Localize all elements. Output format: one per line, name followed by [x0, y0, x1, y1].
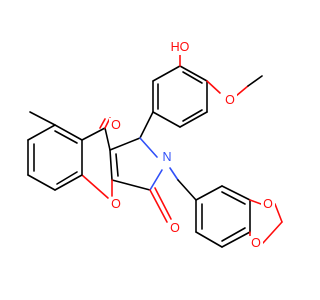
- label-bg-ring-nitrogen: [160, 150, 174, 165]
- label-bg-dioxole-oxygen-bottom: [249, 236, 263, 251]
- atom-label-hydroxyl: HO: [171, 40, 190, 54]
- pyranone-ring-bond: [104, 127, 111, 151]
- lactam-ring-bond: [109, 149, 113, 181]
- dioxole-methylene-bond: [262, 221, 283, 244]
- atom-label-ring-nitrogen: N: [162, 150, 171, 164]
- phenol-ring-double-bond: [182, 109, 203, 122]
- bond-layer: [27, 54, 283, 248]
- phenol-ring-bond: [152, 65, 181, 82]
- ketone-double-bond: [99, 118, 106, 129]
- label-bg-ketone-oxygen: [109, 118, 123, 133]
- atom-label-layer: HO O O O O N O O: [109, 39, 275, 251]
- n-methylene-bond: [177, 179, 197, 201]
- benzo-ring-bond: [27, 124, 56, 141]
- dioxole-bond: [249, 199, 262, 205]
- atom-label-dioxole-oxygen-bottom: O: [251, 236, 261, 250]
- label-bg-dioxole-oxygen-top: [261, 197, 275, 212]
- atom-label-dioxole-oxygen-top: O: [263, 197, 273, 211]
- label-bg-chromene-oxygen: [109, 197, 123, 212]
- atom-label-ketone-oxygen: O: [111, 118, 121, 132]
- phenol-ring-double-bond: [182, 71, 203, 84]
- label-bg-hydroxyl: [170, 39, 190, 55]
- n-methylene-bond: [169, 167, 179, 181]
- lactam-carbonyl-double-bond: [154, 187, 172, 220]
- atom-label-methoxy-oxygen: O: [225, 93, 235, 107]
- label-bg-methoxy-oxygen: [223, 93, 237, 108]
- benzodioxole-ring-bond: [221, 231, 251, 248]
- lactam-ring-bond: [109, 137, 141, 151]
- benzo-ring-bond: [54, 124, 83, 141]
- lactam-ring-bond: [111, 179, 151, 191]
- phenol-ring-bond: [179, 65, 208, 82]
- pyranone-ring-bond: [81, 174, 109, 199]
- benzo-ring-bond: [54, 174, 83, 191]
- methoxy-methyl-bond: [247, 75, 263, 87]
- dioxole-methylene-bond: [274, 203, 283, 223]
- benzodioxole-ring-bond: [195, 231, 223, 248]
- molecule-structure-diagram: HO O O O O N O O: [27, 39, 283, 251]
- benzo-ring-double-bond: [56, 171, 78, 185]
- aryl-c1-bond: [139, 111, 154, 139]
- lactam-ring-bond: [139, 137, 158, 158]
- benzodioxole-ring-double-bond: [221, 227, 246, 242]
- benzodioxole-ring-bond: [221, 185, 251, 201]
- lactam-ring-double-bond: [115, 153, 119, 177]
- methoxy-o-bond: [206, 80, 221, 94]
- methoxy-methyl-bond: [235, 85, 249, 97]
- phenol-ring-bond: [152, 111, 181, 128]
- pyranone-ring-bond: [81, 127, 106, 141]
- atom-label-chromene-oxygen: O: [111, 197, 121, 211]
- phenol-ring-bond: [179, 111, 208, 128]
- lactam-carbonyl-bond: [149, 189, 168, 223]
- ring-methyl-bond: [29, 111, 56, 126]
- lactam-ring-bond: [149, 169, 163, 191]
- benzodioxole-ring-double-bond: [221, 191, 246, 205]
- benzo-ring-double-bond: [54, 130, 78, 144]
- benzo-ring-bond: [27, 174, 56, 191]
- benzodioxole-ring-bond: [195, 185, 223, 201]
- label-bg-lactam-oxygen: [168, 221, 182, 236]
- atom-label-lactam-oxygen: O: [170, 221, 180, 235]
